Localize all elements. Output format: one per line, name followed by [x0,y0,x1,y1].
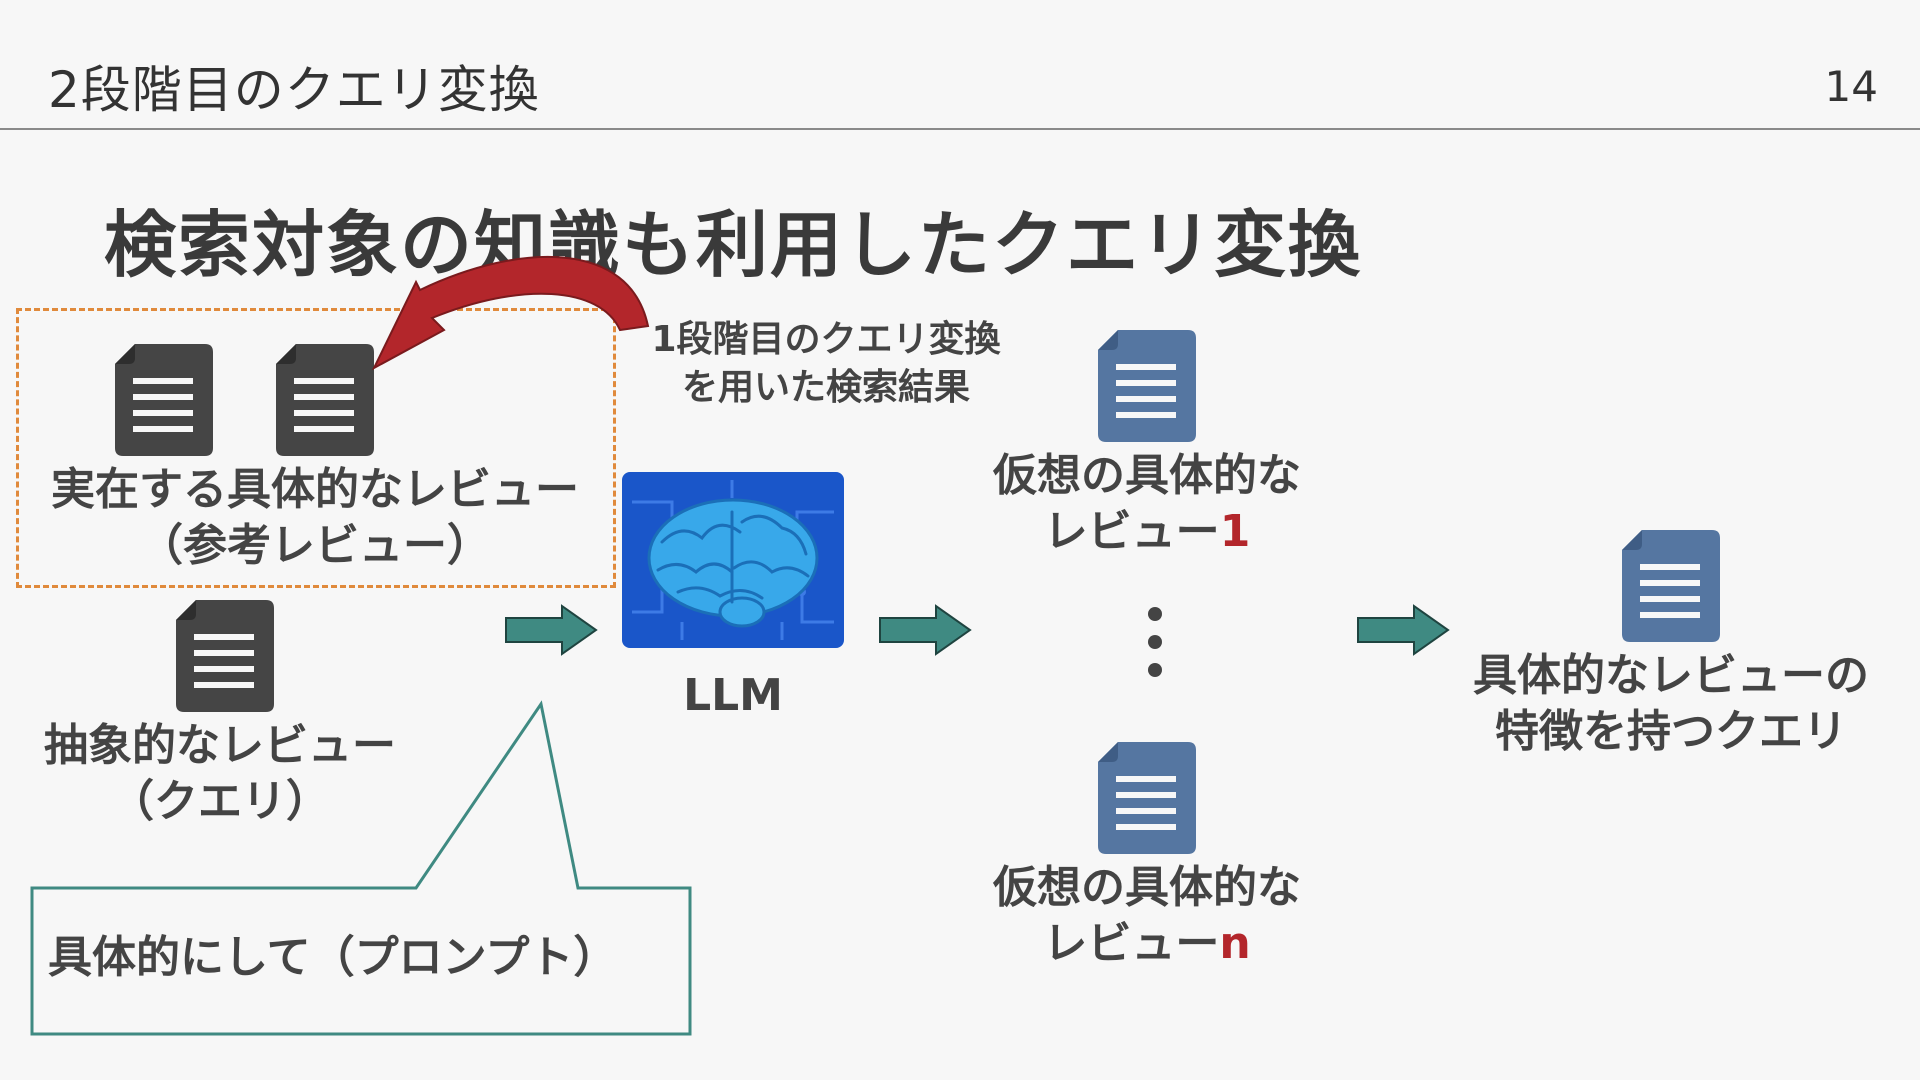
document-icon [1098,330,1196,442]
document-icon [1098,742,1196,854]
hypothetical-review-1-prefix: レビュー [1043,506,1220,557]
query-label-line2: （クエリ） [110,776,330,827]
result-query-line1: 具体的なレビューの [1473,650,1869,701]
reference-label: 実在する具体的なレビュー （参考レビュー） [20,462,610,574]
hypothetical-review-1-label: 仮想の具体的な レビュー1 [940,448,1354,560]
main-heading: 検索対象の知識も利用したクエリ変換 [104,203,1363,287]
hypothetical-review-n-prefix: レビュー [1043,918,1220,969]
document-icon [1622,530,1720,642]
hypothetical-review-1-index: 1 [1219,506,1251,557]
brain-icon [622,472,844,652]
result-query-line2: 特徴を持つクエリ [1495,706,1847,757]
hypothetical-review-n-index: n [1219,918,1251,969]
document-icon [276,344,374,456]
hypothetical-review-n-line2: レビューn [940,916,1354,972]
slide-title: 2段階目のクエリ変換 [48,61,540,119]
llm-label: LLM [683,670,783,721]
first-stage-note-line2: を用いた検索結果 [681,367,970,408]
reference-label-line2: （参考レビュー） [139,520,491,571]
result-query-label: 具体的なレビューの 特徴を持つクエリ [1440,648,1902,760]
header-divider [0,128,1920,130]
right-arrow-icon [1357,604,1450,656]
prompt-text: 具体的にして（プロンプト） [48,932,618,983]
query-label-line1: 抽象的なレビュー [44,720,396,771]
page-number: 14 [1824,62,1878,111]
right-arrow-icon [879,604,972,656]
hypothetical-review-n-label: 仮想の具体的な レビューn [940,860,1354,972]
reference-label-line1: 実在する具体的なレビュー [51,464,579,515]
right-arrow-icon [505,604,598,656]
reference-reviews-box [16,308,616,588]
document-icon [115,344,213,456]
document-icon [176,600,274,712]
hypothetical-review-n-line1: 仮想の具体的な [993,862,1301,913]
first-stage-note: 1段階目のクエリ変換 を用いた検索結果 [636,316,1016,412]
query-label: 抽象的なレビュー （クエリ） [20,718,420,830]
first-stage-note-line1: 1段階目のクエリ変換 [651,319,1001,360]
hypothetical-review-1-line2: レビュー1 [940,504,1354,560]
vertical-ellipsis-icon [1148,607,1162,677]
hypothetical-review-1-line1: 仮想の具体的な [993,450,1301,501]
